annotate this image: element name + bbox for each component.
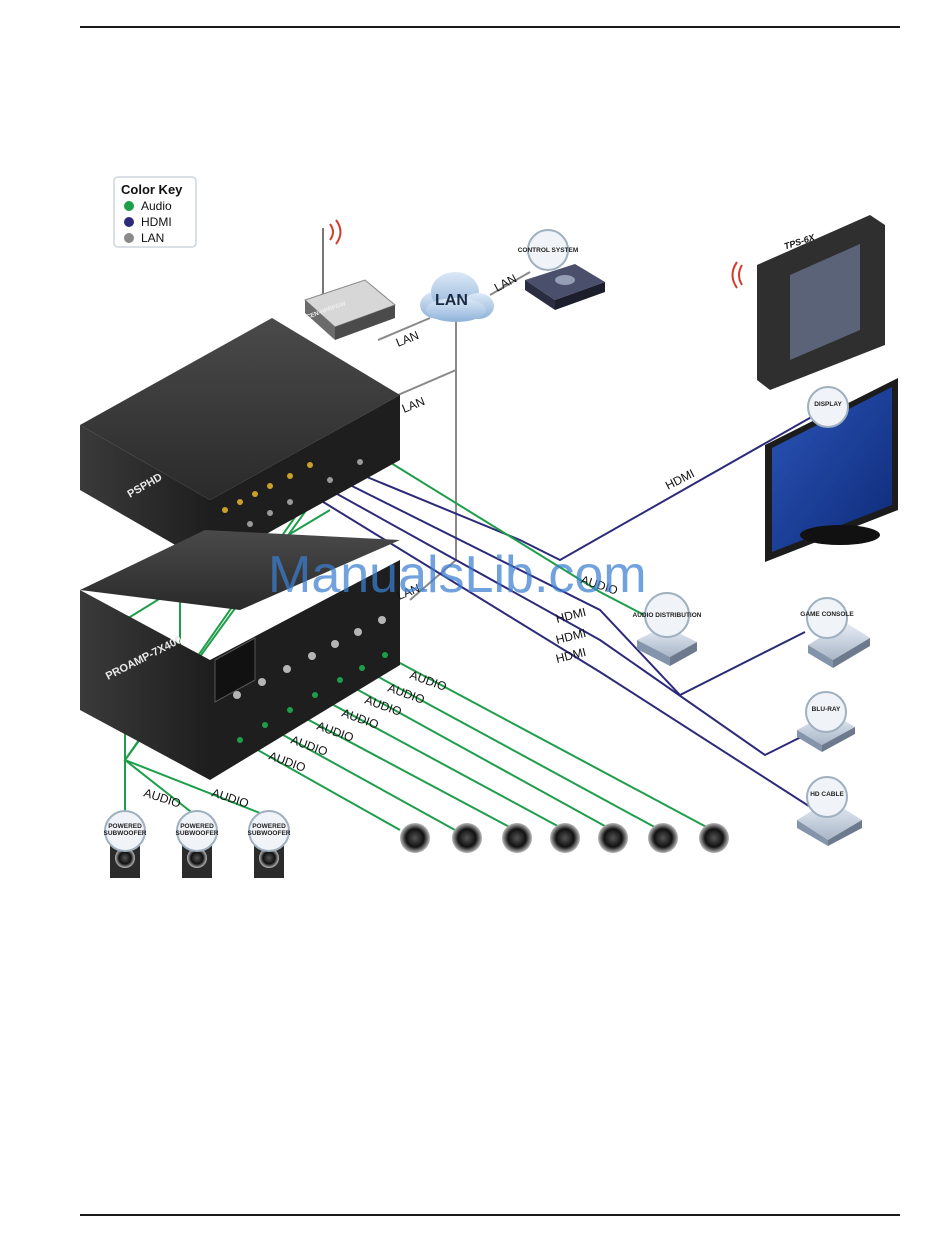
psphd-device: PSPHD xyxy=(80,318,400,565)
hd-cable-badge: HD CABLE xyxy=(810,791,844,798)
color-key-title: Color Key xyxy=(121,182,183,197)
bluray-device: BLU-RAY xyxy=(797,691,855,752)
audio-distribution-badge: AUDIO DISTRIBUTION xyxy=(633,612,702,619)
audio-key-label: Audio xyxy=(141,199,172,213)
lan-key-label: LAN xyxy=(141,231,164,245)
hdmi-key-dot xyxy=(124,217,134,227)
bluray-badge: BLU-RAY xyxy=(812,706,841,713)
game-console-badge: GAME CONSOLE xyxy=(800,611,854,618)
display-badge: DISPLAY xyxy=(814,401,842,408)
hdmi-display-label: HDMI xyxy=(663,466,697,492)
subwoofer-2-badge-line1: POWERED xyxy=(180,823,214,830)
subwoofer-3: POWERED SUBWOOFER xyxy=(248,810,291,878)
audio-6-label: AUDIO xyxy=(289,733,330,759)
lan-cloud: LAN xyxy=(420,272,494,322)
subwoofer-2: POWERED SUBWOOFER xyxy=(176,810,219,878)
proamp-device: PROAMP-7X400 xyxy=(80,530,400,780)
subwoofer-3-badge-line2: SUBWOOFER xyxy=(248,830,291,837)
display-device: DISPLAY xyxy=(765,378,898,562)
gateway-device: CEN-HPRFGW xyxy=(304,219,396,340)
lan-psphd-label: LAN xyxy=(400,394,427,416)
hdmi-key-label: HDMI xyxy=(141,215,172,229)
audio-distribution-device: AUDIO DISTRIBUTION xyxy=(633,592,702,666)
speaker-5 xyxy=(598,823,628,853)
speaker-4 xyxy=(550,823,580,853)
subwoofer-1-badge-line2: SUBWOOFER xyxy=(104,830,147,837)
subwoofer-2-badge-line2: SUBWOOFER xyxy=(176,830,219,837)
speaker-3 xyxy=(502,823,532,853)
color-key: Color Key Audio HDMI LAN xyxy=(113,176,197,248)
control-system-badge: CONTROL SYSTEM xyxy=(518,247,579,254)
game-console-device: GAME CONSOLE xyxy=(800,597,870,668)
speaker-2 xyxy=(452,823,482,853)
lan-key-dot xyxy=(124,233,134,243)
hd-cable-device: HD CABLE xyxy=(797,776,862,846)
audio-7-label: AUDIO xyxy=(267,749,308,775)
lan-control-label: LAN xyxy=(492,271,519,294)
speaker-6 xyxy=(648,823,678,853)
hdmi-wires xyxy=(319,414,816,811)
speaker-7 xyxy=(699,823,729,853)
lan-cloud-label: LAN xyxy=(435,292,468,309)
subwoofer-1-badge-line1: POWERED xyxy=(108,823,142,830)
top-rule xyxy=(80,26,900,28)
subwoofer-1: POWERED SUBWOOFER xyxy=(104,810,147,878)
touchpanel-device: TPS-6X xyxy=(731,215,885,390)
audio-sub-2-label: AUDIO xyxy=(210,786,250,811)
hdmi-2-label: HDMI xyxy=(554,626,587,647)
audio-key-dot xyxy=(124,201,134,211)
speaker-1 xyxy=(400,823,430,853)
watermark: ManualsLib.com xyxy=(268,546,647,604)
subwoofer-3-badge-line1: POWERED xyxy=(252,823,286,830)
ceiling-speakers xyxy=(400,823,729,853)
control-system: CONTROL SYSTEM xyxy=(518,229,605,310)
bottom-rule xyxy=(80,1214,900,1216)
audio-5-label: AUDIO xyxy=(315,719,356,745)
